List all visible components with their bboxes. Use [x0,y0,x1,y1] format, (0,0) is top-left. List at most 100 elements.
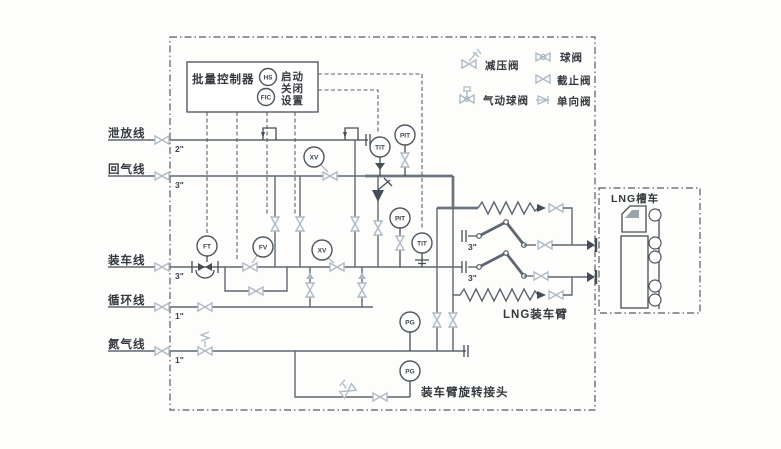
xv2-bubble [311,239,333,261]
tit2-tag: TIT [417,241,427,248]
vent-line-size: 2" [175,144,184,154]
xv1-tag: XV [310,155,319,162]
pit2-root-valve-icon [395,235,405,251]
hose-arrow-icon [537,204,546,212]
safety-relief-valve-icon [372,177,393,202]
valve-legend: 减压阀 气动球阀 球阀 截止阀 单向阀 [459,48,592,108]
circulation-risers [305,267,367,307]
truck-flange-icon [587,240,595,250]
loading-line-size: 3" [175,271,184,281]
flow-arrow-icon [358,272,366,279]
circulation-valve-icon [197,302,213,312]
legend-check-label: 单向阀 [557,95,592,108]
truck-wheel-icon [648,279,662,293]
tit1-tag: TIT [375,145,385,152]
flow-meter-icon [191,261,219,279]
hose-arrow-icon [537,291,546,299]
legend-pneumatic-label: 气动球阀 [482,94,529,107]
nitrogen-valve-icon [154,346,170,356]
truck-connection-flanges [587,238,598,284]
pit2-instrument: PIT [389,207,411,267]
lng-truck: LNG槽车 [598,187,701,314]
circulation-line: 循环线 1" [107,293,373,321]
vent-riser-icon [343,127,359,140]
controller-action-set: 设置 [281,94,304,107]
arm1-valve-icon [537,240,553,250]
thermowell-icon [375,163,385,170]
pit1-root-valve-icon [400,152,410,168]
fv-bubble [252,236,274,258]
fv-valve-icon [242,262,258,272]
globe-valve-icon [535,74,551,84]
truck-window-icon [625,210,639,218]
thermowell-icon [415,259,429,265]
rotary-joint-header: PG 装车臂旋转接头 [294,351,509,402]
rotary-joint-label: 装车臂旋转接头 [420,385,509,399]
purge-drop-legs [432,208,458,351]
vent-line: 泄放线 2" [108,126,371,154]
nitrogen-prv-icon [197,331,213,356]
loading-line-valve-icon [154,262,170,272]
arm1-size: 3" [468,242,477,252]
hs-instrument-bubble [258,67,278,87]
truck-wheel-icon [648,236,662,250]
nitrogen-line-label: 氮气线 [108,337,146,351]
fv-tag: FV [259,245,268,252]
ft-tag: FT [203,244,211,251]
ball-valve-icon [535,52,551,62]
circulation-line-size: 1" [175,311,184,321]
circulation-valve-icon [154,302,170,312]
header-prv-icon [339,379,357,399]
controller-signal-lines [206,73,423,260]
riser-check-valve-icon [357,282,367,298]
truck-bay-boundary [598,187,701,314]
truck-wheel-icon [648,208,662,222]
skid-boundary [169,36,596,411]
controller-action-start: 启动 [281,70,304,83]
fic-tag: FIC [261,95,272,102]
circulation-line-label: 循环线 [107,293,146,307]
riser-check-valve-icon [305,282,315,298]
pg1-tag: PG [405,320,414,327]
purge-valve-icon [432,312,442,328]
hs-tag: HS [263,75,273,82]
loading-line: 装车线 3" FT FV XV PIT [107,207,467,296]
tit1-instrument: TIT [369,136,391,176]
hose-valve-icon [548,290,564,300]
fic-instrument-bubble [256,87,276,107]
check-valve-icon [536,95,550,105]
pit1-tag: PIT [400,133,410,140]
vapor-return-size: 3" [175,180,184,190]
batch-controller: 批量控制器 HS FIC 启动 关闭 设置 [186,61,319,113]
arm2-size: 3" [468,273,477,283]
truck-wheel-icon [648,250,662,264]
batch-controller-title: 批量控制器 [192,72,255,86]
arm1-flange-icon [461,230,467,242]
vent-riser-icon [261,127,277,140]
loading-line-flange-icon [461,261,467,273]
pit2-tag: PIT [395,216,405,223]
pressure-reducing-valve-icon [461,48,482,69]
tit2-instrument: TIT [411,232,433,267]
legend-ball-label: 球阀 [560,51,583,64]
truck-trailer-icon [620,235,649,309]
nitrogen-line-size: 1" [175,355,184,365]
legend-globe-label: 截止阀 [557,74,592,87]
vapor-return-label: 回气线 [108,162,146,176]
xv1-valve-icon [322,171,338,181]
pg2-tag: PG [405,369,414,376]
vent-line-label: 泄放线 [108,126,146,140]
loading-line-label: 装车线 [107,253,146,267]
vapor-return-valve-icon [154,171,170,181]
xv1-bubble [303,146,325,168]
liquid-loading-arm: 3" [468,250,590,283]
vent-line-valve-icon [154,135,170,145]
branch-valve-icon [373,220,383,236]
arm2-valve-icon [533,271,549,281]
branch-valve-icon [295,216,305,232]
flow-arrow-icon [306,272,314,279]
branch-valve-icon [350,216,360,232]
branch-valve-icon [270,216,280,232]
vapor-loading-arm: 3" [461,219,590,252]
